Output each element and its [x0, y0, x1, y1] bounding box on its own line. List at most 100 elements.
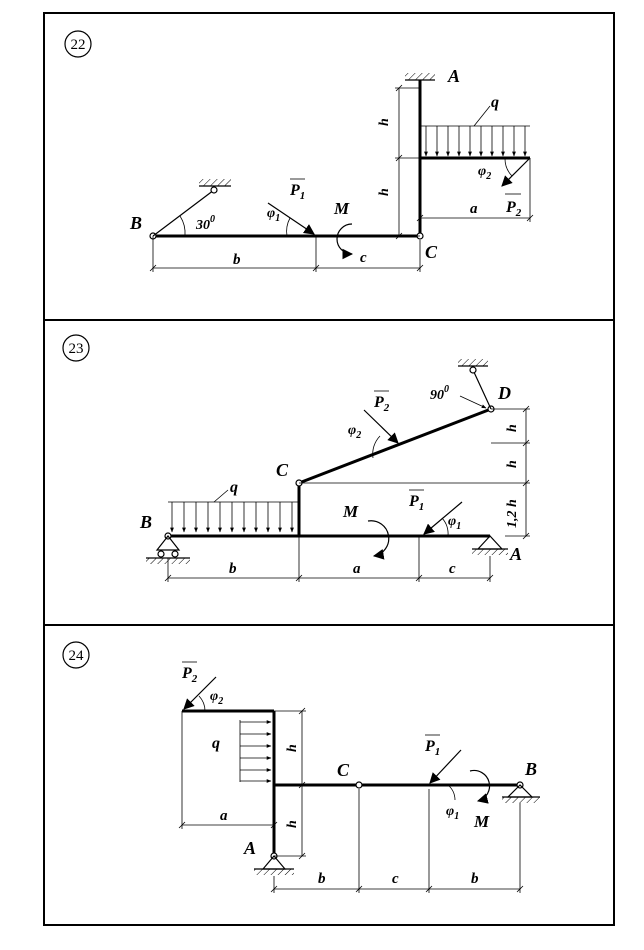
pin-ground-hatching [254, 869, 294, 875]
roller-wheel [171, 550, 179, 558]
label-a-dim: a [353, 561, 361, 577]
load-q-leader [213, 489, 229, 503]
dim-tick [416, 264, 424, 272]
roller-wheel [157, 550, 165, 558]
dim-tick [164, 574, 172, 582]
force-p2 [363, 409, 399, 444]
label-q: q [491, 94, 499, 111]
label-c-point: C [276, 460, 289, 480]
phi2-arc [372, 435, 381, 459]
phi1-arc [286, 217, 291, 237]
dim-tick [298, 707, 306, 715]
load-q-arrows [170, 502, 294, 533]
load-q-arrows [424, 126, 527, 157]
label-p1: P1 [408, 493, 424, 513]
label-a-point: A [447, 66, 460, 86]
pin-ground-hatching [472, 549, 508, 555]
dim-tick [522, 532, 530, 540]
phi1-arc [447, 784, 456, 801]
label-p2: P2 [373, 394, 390, 414]
panel-number: 23 [69, 341, 84, 357]
angle-label: 300 [195, 214, 215, 233]
panel-number-badge [64, 30, 92, 58]
label-a-dim: a [470, 201, 478, 217]
label-d-point: D [497, 383, 511, 403]
label-p2: P2 [181, 665, 198, 685]
label-h3: 1,2 h [505, 499, 520, 528]
panel-22: 22 300 [64, 30, 534, 272]
load-q-leader [473, 105, 491, 127]
dim-tick [149, 264, 157, 272]
sheet-frame [43, 12, 615, 926]
force-p1 [267, 202, 315, 235]
dim-tick [486, 574, 494, 582]
dim-tick [522, 439, 530, 447]
label-b-point: B [524, 759, 537, 779]
label-h2: h [285, 820, 300, 828]
dim-tick [270, 821, 278, 829]
label-h2: h [505, 460, 520, 468]
dim-tick [522, 405, 530, 413]
label-h2: h [377, 188, 392, 196]
dim-tick [312, 264, 320, 272]
dim-tick [425, 885, 433, 893]
dim-tick [298, 781, 306, 789]
dim-tick [295, 574, 303, 582]
dim-tick [395, 154, 403, 162]
dim-tick [178, 821, 186, 829]
panel-23: 23 900 [62, 334, 530, 582]
load-q-arrows [240, 720, 272, 783]
moment-m [367, 520, 390, 560]
label-p1: P1 [424, 738, 440, 758]
dim-tick [516, 885, 524, 893]
dim-tick [526, 214, 534, 222]
label-c-dim: c [360, 250, 367, 266]
roller-support-b [155, 535, 181, 551]
phi2-arc [198, 695, 206, 712]
label-p2: P2 [505, 199, 522, 219]
panel-number-badge [62, 334, 90, 362]
dim-tick [395, 84, 403, 92]
panel-number: 24 [69, 648, 85, 664]
label-phi2: φ2 [210, 689, 223, 707]
label-m: M [333, 199, 350, 218]
label-a-point: A [243, 838, 256, 858]
label-m: M [473, 812, 490, 831]
dim-tick [270, 885, 278, 893]
label-b2-dim: b [471, 871, 479, 887]
label-phi1: φ1 [446, 804, 459, 822]
label-phi1: φ1 [267, 206, 280, 224]
label-b-dim: b [233, 252, 241, 268]
dim-tick [522, 479, 530, 487]
label-a-dim: a [220, 808, 228, 824]
support-hatching [405, 73, 435, 80]
pin-support-a [476, 535, 504, 550]
label-m: M [342, 502, 359, 521]
panel-number: 22 [71, 37, 86, 53]
label-phi1: φ1 [448, 514, 461, 532]
rope-d [472, 369, 492, 410]
label-q: q [230, 479, 238, 496]
phi2-arc [504, 157, 513, 177]
angle-label: 900 [430, 384, 449, 403]
label-q: q [212, 735, 220, 752]
rope-anchor-hatching [458, 359, 488, 366]
label-c-dim: c [449, 561, 456, 577]
label-p1: P1 [289, 182, 305, 202]
label-b-point: B [139, 512, 152, 532]
dim-tick [395, 232, 403, 240]
moment-m [469, 769, 491, 804]
force-p2 [183, 676, 217, 710]
force-p2 [501, 157, 531, 187]
label-b1-dim: b [318, 871, 326, 887]
label-a-point: A [509, 544, 522, 564]
label-phi2: φ2 [478, 164, 491, 182]
angle-pointer [459, 395, 487, 409]
rope-hinge [210, 186, 218, 194]
inclined-cd [298, 407, 492, 485]
dim-tick [416, 214, 424, 222]
label-b-dim: b [229, 561, 237, 577]
phi1-arc [441, 517, 449, 537]
dim-tick [298, 852, 306, 860]
